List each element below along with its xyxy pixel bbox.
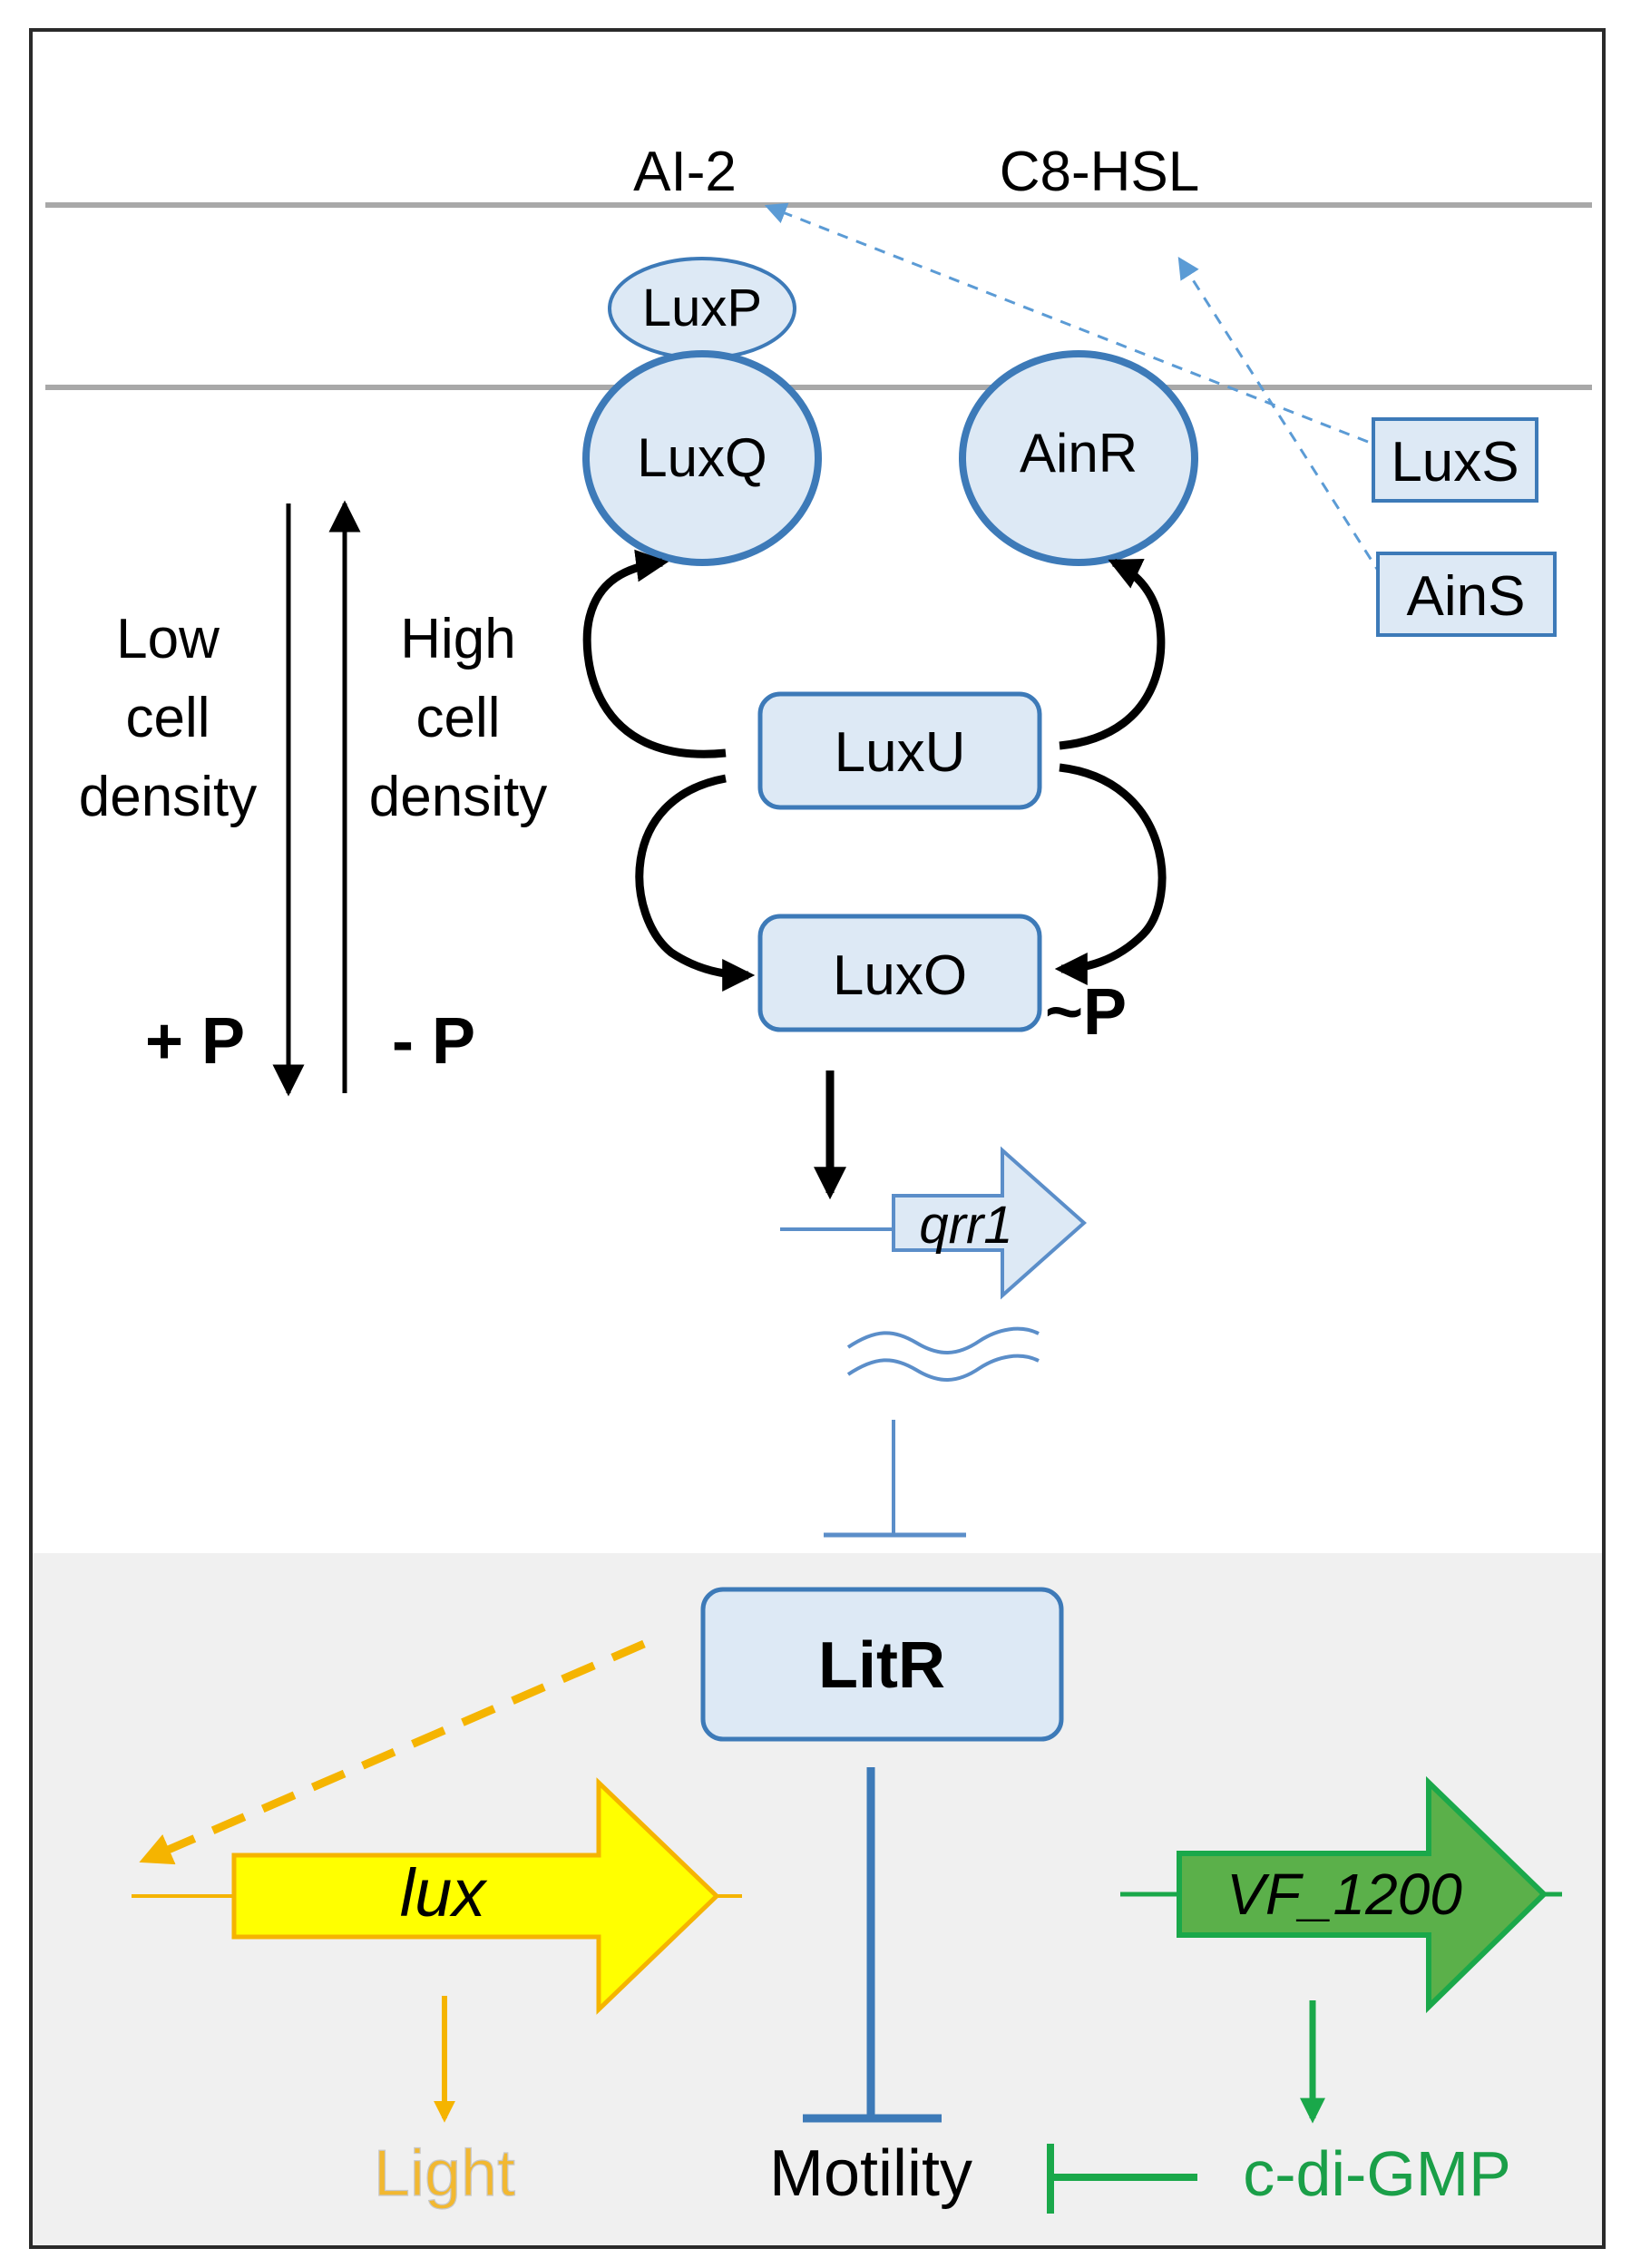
luxq-luxu-forward-arrow [635,774,756,992]
luxo-label: LuxO [833,944,967,1007]
luxp-label: LuxP [642,279,762,337]
luxs-to-ai2-arrow [764,202,1369,444]
high-density-label-1: High [400,608,516,670]
luxu-label: LuxU [835,721,966,784]
high-density-label-3: density [369,766,547,828]
ains-label: AinS [1407,565,1526,628]
phospho-label: ~P [1045,976,1127,1049]
ains-to-c8hsl-arrow [1177,256,1383,577]
qrr1-gene-arrow [892,1146,1088,1300]
luxq-label: LuxQ [637,427,767,488]
ainr-label: AinR [1020,423,1138,484]
vf1200-label: VF_1200 [1226,1862,1462,1927]
litr-box [700,1587,1064,1742]
srna-wave-1 [846,1326,1040,1354]
high-density-label-2: cell [415,687,500,749]
luxu-box [757,691,1042,810]
cdigmp-label: c-di-GMP [1243,2138,1511,2209]
luxq-luxu-reverse-arrow [582,549,727,758]
ainr-luxu-reverse-arrow [1059,558,1166,750]
plus-p-label: + P [145,1005,245,1078]
ainr-luxu-forward-arrow [1054,763,1167,985]
lux-label: lux [400,1855,489,1931]
srna-wave-2 [846,1354,1040,1382]
frame [29,28,1606,2249]
low-density-label-2: cell [125,687,210,749]
luxo-box [757,914,1042,1032]
motility-label: Motility [769,2137,972,2210]
lux-gene-arrow [231,1777,720,2015]
qrr1-label: qrr1 [919,1196,1012,1255]
light-label: Light [374,2137,515,2210]
litr-activates-lux-arrow [139,1639,646,1865]
ains-box [1376,552,1557,637]
vf1200-gene-arrow [1177,1775,1548,2014]
luxq-node [582,350,822,566]
luxs-box [1372,417,1538,503]
minus-p-label: - P [392,1005,475,1078]
signal-c8hsl: C8-HSL [1000,141,1200,203]
luxs-label: LuxS [1391,431,1519,494]
litr-label: LitR [818,1629,945,1702]
signal-ai2: AI-2 [633,141,737,203]
ainr-node [959,350,1198,566]
low-density-label-3: density [79,766,257,828]
low-density-label-1: Low [116,608,220,670]
